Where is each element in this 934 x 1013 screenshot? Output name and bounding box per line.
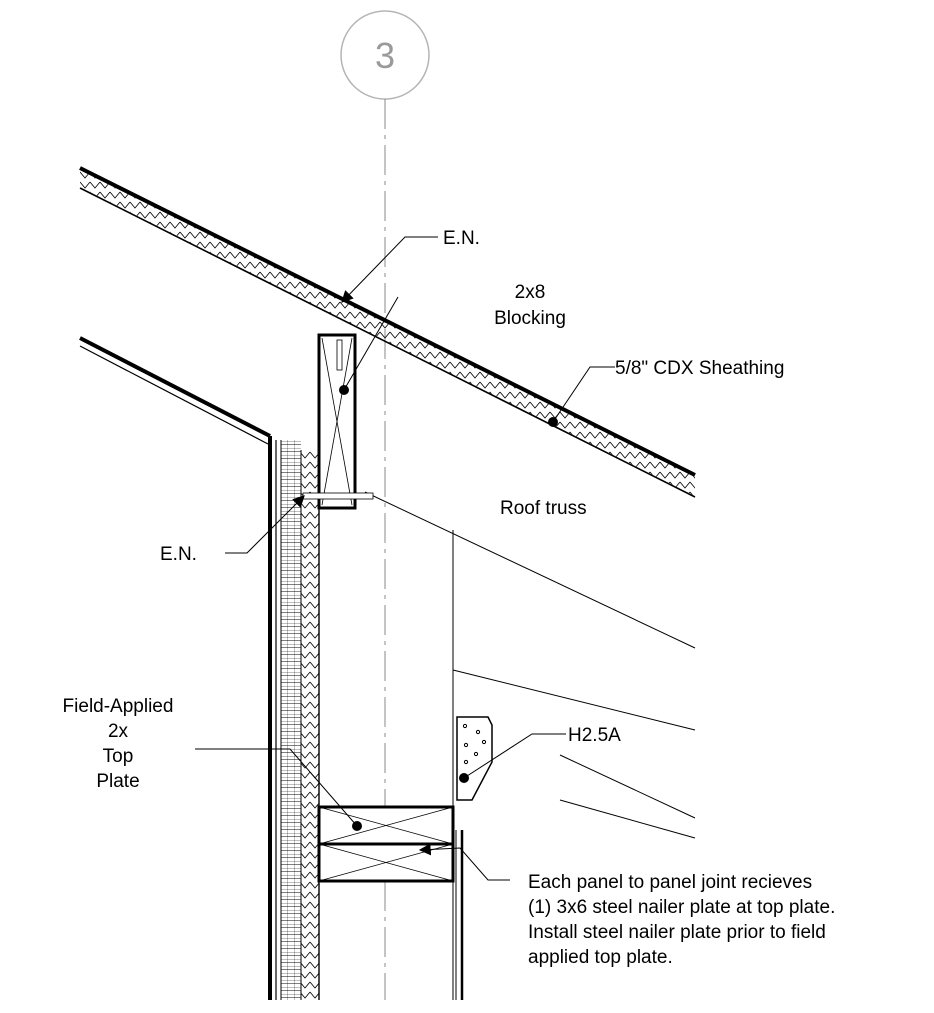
grid-bubble-number: 3 bbox=[375, 35, 395, 76]
truss-members bbox=[452, 530, 696, 1000]
h25a-hanger bbox=[456, 716, 493, 801]
wall-insulation bbox=[280, 440, 320, 1000]
label-roof-truss: Roof truss bbox=[500, 498, 587, 519]
roof-sheathing bbox=[79, 166, 696, 498]
label-top-plate-2: 2x bbox=[108, 721, 129, 742]
note-line-2: (1) 3x6 steel nailer plate at top plate. bbox=[528, 897, 835, 918]
label-top-plate-1: Field-Applied bbox=[63, 696, 174, 717]
note-line-4: applied top plate. bbox=[528, 947, 673, 968]
label-hanger: H2.5A bbox=[568, 725, 621, 746]
grid-bubble: 3 bbox=[340, 10, 430, 100]
label-sheathing: 5/8" CDX Sheathing bbox=[615, 358, 784, 379]
blocking-2x8 bbox=[302, 333, 374, 510]
wall-stud bbox=[455, 830, 464, 1000]
leaders bbox=[195, 236, 615, 881]
label-blocking-1: 2x8 bbox=[515, 282, 546, 303]
note-line-3: Install steel nailer plate prior to fiel… bbox=[528, 922, 826, 943]
label-top-plate-3: Top bbox=[103, 746, 134, 767]
leader-dots bbox=[339, 385, 558, 831]
top-plate-upper bbox=[317, 805, 455, 846]
label-top-plate-4: Plate bbox=[96, 771, 139, 792]
interior-ceiling bbox=[79, 336, 277, 1000]
note-line-1: Each panel to panel joint recieves bbox=[528, 872, 812, 893]
label-blocking-2: Blocking bbox=[494, 308, 566, 329]
label-en-top: E.N. bbox=[443, 228, 480, 249]
truss-top-chord bbox=[364, 491, 696, 649]
label-en-left: E.N. bbox=[160, 544, 197, 565]
